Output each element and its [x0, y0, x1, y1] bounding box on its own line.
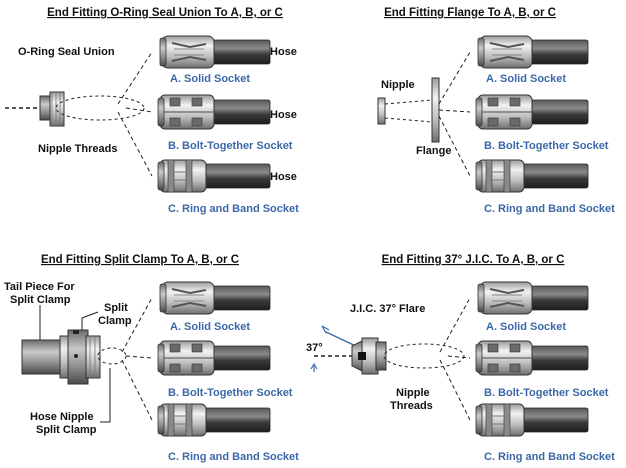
split-clamp-assembly-icon	[21, 329, 101, 385]
option-solid-socket: A. Solid Socket	[170, 73, 250, 85]
nipple-threads-label: Nipple Threads	[38, 143, 117, 155]
bolt-together-socket-icon	[475, 340, 589, 376]
panel-title: End Fitting Split Clamp To A, B, or C	[41, 254, 239, 266]
connector-line-b	[125, 107, 153, 113]
connector-line-c	[439, 359, 471, 421]
angle-arrow-icon	[321, 325, 330, 334]
option-solid-socket: A. Solid Socket	[170, 321, 250, 333]
flange-label: Flange	[416, 145, 451, 157]
split-clamp-label: Clamp	[98, 315, 132, 327]
option-ring-band-socket: C. Ring and Band Socket	[484, 203, 615, 215]
tail-piece-label: Tail Piece For	[4, 281, 75, 293]
panel-split-clamp: End Fitting Split Clamp To A, B, or C Ta…	[4, 254, 299, 463]
nipple-threads-label: Threads	[390, 400, 433, 412]
panel-flange: End Fitting Flange To A, B, or C Nipple …	[377, 7, 615, 215]
connector-line-c	[438, 115, 471, 177]
bolt-together-socket-icon	[475, 94, 589, 130]
bolt-together-socket-icon	[157, 340, 271, 376]
oring-seal-union-label: O-Ring Seal Union	[18, 46, 115, 58]
hose-label: Hose	[270, 171, 297, 183]
hose-label: Hose	[270, 109, 297, 121]
hose-nipple-leader	[100, 368, 111, 423]
flange-icon	[431, 77, 440, 143]
option-bolt-together-socket: B. Bolt-Together Socket	[484, 140, 609, 152]
panel-title: End Fitting O-Ring Seal Union To A, B, o…	[47, 7, 283, 19]
solid-socket-icon	[477, 281, 589, 315]
ring-band-socket-icon	[475, 159, 589, 193]
panel-title: End Fitting Flange To A, B, or C	[384, 7, 556, 19]
panel-oring: End Fitting O-Ring Seal Union To A, B, o…	[5, 7, 299, 215]
connector-line-a	[121, 297, 153, 353]
solid-socket-icon	[477, 35, 589, 69]
option-bolt-together-socket: B. Bolt-Together Socket	[168, 140, 293, 152]
connector-line-c	[117, 111, 153, 177]
option-bolt-together-socket: B. Bolt-Together Socket	[484, 387, 609, 399]
jic-fitting-icon	[351, 337, 387, 375]
hose-label: Hose	[270, 46, 297, 58]
solid-socket-icon	[159, 281, 271, 315]
tail-piece-label: Split Clamp	[10, 294, 71, 306]
nipple-outline	[55, 95, 145, 121]
option-solid-socket: A. Solid Socket	[486, 73, 566, 85]
jic-flare-label: J.I.C. 37° Flare	[350, 303, 425, 315]
nipple-to-flange-lines	[384, 99, 433, 123]
connector-line-a	[117, 51, 153, 105]
oring-union-icon	[39, 91, 65, 127]
panel-title: End Fitting 37° J.I.C. To A, B, or C	[382, 254, 565, 266]
ring-band-socket-icon	[157, 159, 271, 193]
option-solid-socket: A. Solid Socket	[486, 321, 566, 333]
nipple-threads-label: Nipple	[396, 387, 430, 399]
bolt-together-socket-icon	[157, 94, 271, 130]
connector-line-a	[439, 297, 471, 353]
ring-band-socket-icon	[157, 403, 271, 437]
option-bolt-together-socket: B. Bolt-Together Socket	[168, 387, 293, 399]
solid-socket-icon	[159, 35, 271, 69]
connector-line-b	[447, 355, 471, 359]
connector-line-b	[438, 109, 471, 113]
angle-label: 37°	[306, 342, 323, 354]
nipple-outline	[383, 343, 465, 369]
connector-line-b	[125, 355, 153, 359]
angle-arrow-icon	[310, 362, 318, 372]
connector-line-c	[121, 359, 153, 421]
ring-band-socket-icon	[475, 403, 589, 437]
clamp-leader	[81, 311, 99, 330]
nipple-outline	[97, 347, 127, 365]
connector-line-a	[438, 51, 471, 105]
option-ring-band-socket: C. Ring and Band Socket	[168, 451, 299, 463]
split-clamp-label: Split	[104, 302, 128, 314]
nipple-label: Nipple	[381, 79, 415, 91]
nipple-icon	[377, 97, 386, 125]
hose-nipple-label: Hose Nipple	[30, 411, 94, 423]
option-ring-band-socket: C. Ring and Band Socket	[168, 203, 299, 215]
panel-jic: End Fitting 37° J.I.C. To A, B, or C J.I…	[306, 254, 615, 463]
option-ring-band-socket: C. Ring and Band Socket	[484, 451, 615, 463]
hose-nipple-label: Split Clamp	[36, 424, 97, 436]
